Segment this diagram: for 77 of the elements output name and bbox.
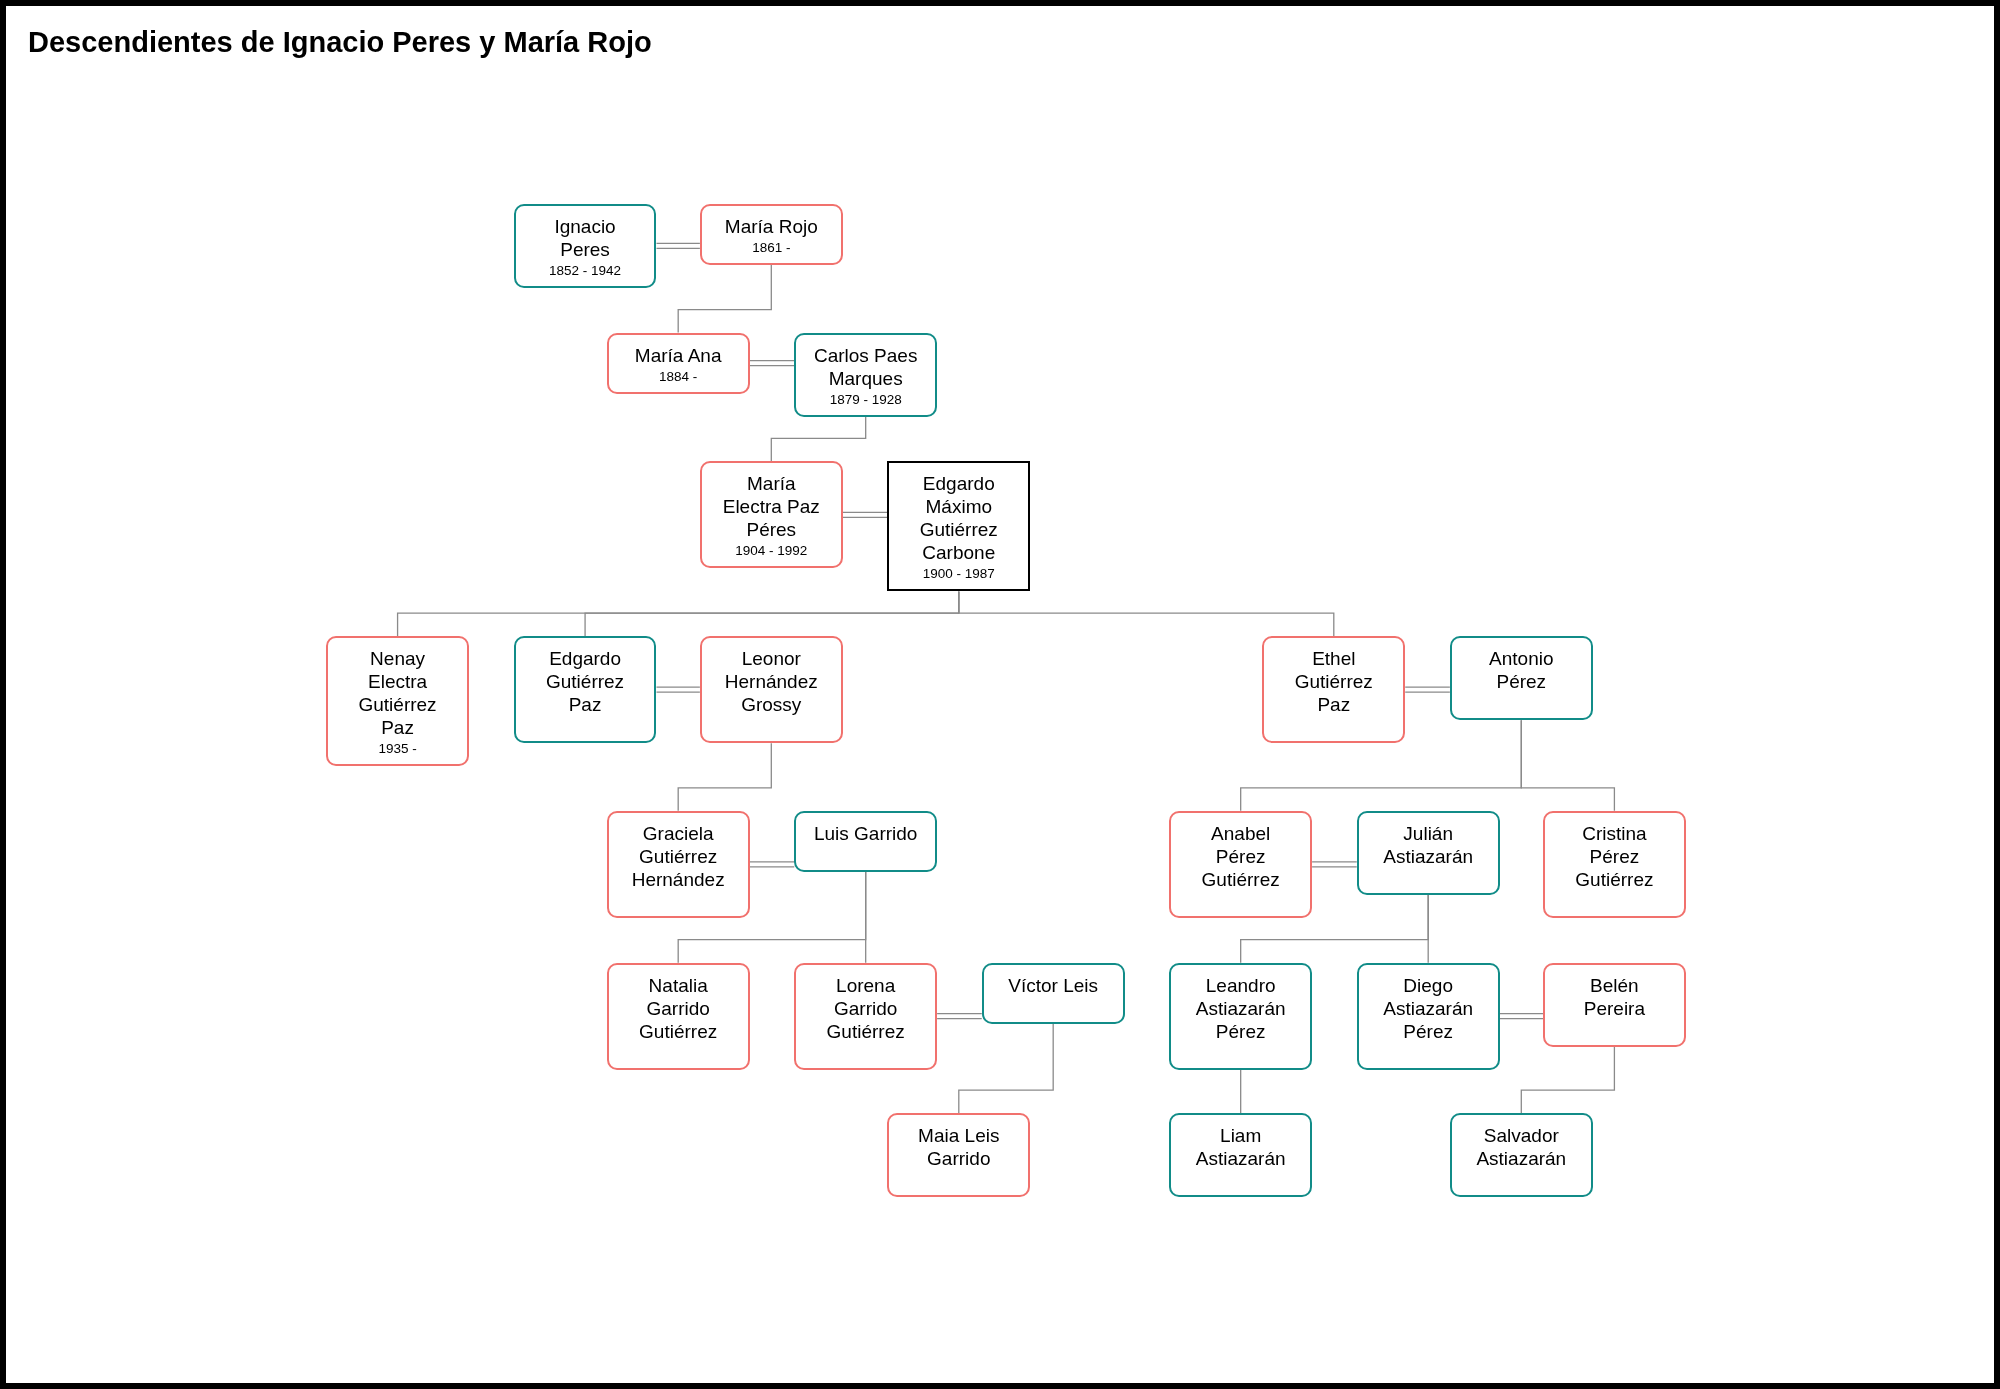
person-card: [1262, 636, 1406, 744]
person-card: [1169, 1113, 1313, 1198]
person-card: [1542, 810, 1686, 918]
person-card: [794, 810, 938, 873]
descent-line: [958, 590, 1335, 637]
person-card: [1449, 1113, 1593, 1198]
person-name: Salvador Astiazarán: [1475, 1124, 1568, 1171]
person-name: María Rojo: [723, 214, 819, 238]
person-name: Víctor Leis: [1007, 973, 1100, 997]
person-name: Carlos Paes Marques: [812, 343, 919, 390]
person-card: [1356, 810, 1500, 895]
marriage-line: [748, 360, 795, 367]
person-card: [513, 203, 657, 288]
life-dates: 1884 -: [658, 367, 699, 386]
diagram-title: Descendientes de Ignacio Peres y María Rojo: [28, 26, 652, 59]
marriage-line: [1498, 1013, 1544, 1020]
person-name: Ethel Gutiérrez Paz: [1293, 647, 1374, 717]
person-name: Cristina Pérez Gutiérrez: [1574, 821, 1655, 891]
person-card: [1169, 962, 1313, 1070]
person-card: [1449, 636, 1593, 721]
person-card: [606, 810, 750, 918]
person-name: Edgardo Gutiérrez Paz: [545, 647, 626, 717]
person-card: [699, 636, 843, 744]
life-dates: 1879 - 1928: [828, 390, 903, 409]
person-name: Nenay Electra Gutiérrez Paz: [357, 647, 438, 740]
descent-line: [958, 1023, 1054, 1114]
descent-line: [677, 264, 772, 334]
person-card: [794, 962, 938, 1070]
person-name: Diego Astiazarán Pérez: [1382, 973, 1475, 1043]
person-name: Leonor Hernández Grossy: [723, 647, 819, 717]
marriage-line: [1311, 861, 1358, 868]
marriage-line: [842, 511, 888, 519]
person-name: Maia Leis Garrido: [917, 1124, 1001, 1171]
person-name: María Electra Paz Péres: [721, 472, 821, 542]
person-name: Julián Astiazarán: [1382, 821, 1475, 868]
person-name: Anabel Pérez Gutiérrez: [1200, 821, 1281, 891]
person-card: [326, 636, 469, 767]
marriage-line: [1404, 686, 1451, 693]
marriage-line: [655, 686, 701, 693]
person-card: [887, 461, 1031, 592]
person-name: Luis Garrido: [812, 821, 919, 845]
person-name: Antonio Pérez: [1488, 647, 1555, 694]
person-name: Natalia Garrido Gutiérrez: [638, 973, 719, 1043]
descent-line: [865, 871, 867, 964]
person-card: [981, 962, 1125, 1024]
person-card: [606, 962, 750, 1070]
marriage-line: [655, 242, 701, 249]
person-card: [699, 461, 843, 569]
person-name: Ignacio Peres: [553, 214, 617, 261]
person-card: [794, 332, 938, 417]
descent-line: [1240, 1069, 1242, 1114]
person-name: Graciela Gutiérrez Hernández: [630, 821, 726, 891]
person-name: Edgardo Máximo Gutiérrez Carbone: [918, 472, 999, 565]
person-card: [1356, 962, 1500, 1070]
person-card: [513, 636, 657, 744]
life-dates: 1861 -: [751, 238, 792, 257]
life-dates: 1904 - 1992: [734, 542, 809, 561]
descent-line: [770, 416, 867, 462]
person-name: María Ana: [633, 343, 723, 367]
descent-line: [1427, 894, 1429, 964]
marriage-line: [748, 861, 795, 868]
life-dates: 1900 - 1987: [921, 565, 996, 584]
person-card: [699, 203, 843, 265]
person-name: Liam Astiazarán: [1194, 1124, 1287, 1171]
descent-line: [1520, 1046, 1616, 1114]
life-dates: 1852 - 1942: [548, 261, 623, 280]
person-card: [1542, 962, 1686, 1047]
person-card: [887, 1113, 1031, 1198]
marriage-line: [936, 1013, 983, 1020]
person-card: [1169, 810, 1313, 918]
descent-line: [1520, 719, 1616, 812]
person-card: [606, 332, 750, 394]
person-name: Leandro Astiazarán Pérez: [1194, 973, 1287, 1043]
person-name: Lorena Garrido Gutiérrez: [825, 973, 906, 1043]
descent-line: [677, 742, 772, 812]
life-dates: 1935 -: [377, 740, 418, 759]
person-name: Belén Pereira: [1582, 973, 1646, 1020]
